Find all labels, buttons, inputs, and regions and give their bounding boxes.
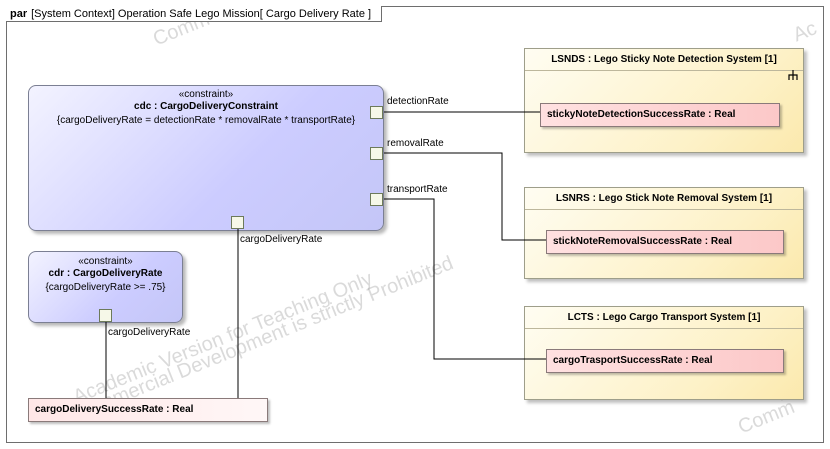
constraint-stereotype: «constraint» bbox=[78, 256, 133, 267]
constraint-expression: {cargoDeliveryRate = detectionRate * rem… bbox=[56, 115, 356, 126]
port-label-cdr-cargo-delivery-rate: cargoDeliveryRate bbox=[108, 327, 191, 338]
frame-kind: par bbox=[10, 8, 28, 20]
port-cdr-cargo-delivery-rate[interactable] bbox=[99, 309, 112, 322]
frame-header: par[System Context] Operation Safe Lego … bbox=[6, 6, 383, 22]
property-sticky-note-detection-success-rate[interactable]: stickyNoteDetectionSuccessRate : Real bbox=[540, 103, 780, 127]
block-title: LCTS : Lego Cargo Transport System [1] bbox=[525, 307, 803, 329]
port-removal-rate[interactable] bbox=[370, 147, 383, 160]
constraint-name: cdr : CargoDeliveryRate bbox=[48, 268, 163, 279]
port-cdc-cargo-delivery-rate[interactable] bbox=[231, 216, 244, 229]
port-label-detection-rate: detectionRate bbox=[387, 96, 449, 107]
block-title: LSNDS : Lego Sticky Note Detection Syste… bbox=[525, 49, 803, 71]
constraint-name: cdc : CargoDeliveryConstraint bbox=[134, 101, 278, 112]
constraint-cdc[interactable]: «constraint» cdc : CargoDeliveryConstrai… bbox=[28, 85, 384, 231]
port-transport-rate[interactable] bbox=[370, 193, 383, 206]
port-label-transport-rate: transportRate bbox=[387, 184, 448, 195]
fork-icon bbox=[787, 69, 799, 83]
constraint-stereotype: «constraint» bbox=[178, 89, 234, 100]
port-label-removal-rate: removalRate bbox=[387, 138, 444, 149]
value-property-cargo-delivery-success-rate[interactable]: cargoDeliverySuccessRate : Real bbox=[28, 398, 268, 422]
constraint-expression: {cargoDeliveryRate >= .75} bbox=[45, 282, 166, 293]
frame-title: [System Context] Operation Safe Lego Mis… bbox=[31, 8, 372, 20]
block-lsnds[interactable]: LSNDS : Lego Sticky Note Detection Syste… bbox=[524, 48, 804, 153]
block-title: LSNRS : Lego Stick Note Removal System [… bbox=[525, 188, 803, 210]
port-detection-rate[interactable] bbox=[370, 106, 383, 119]
property-stick-note-removal-success-rate[interactable]: stickNoteRemovalSuccessRate : Real bbox=[546, 230, 784, 254]
property-cargo-trasport-success-rate[interactable]: cargoTrasportSuccessRate : Real bbox=[546, 349, 784, 373]
port-label-cdc-cargo-delivery-rate: cargoDeliveryRate bbox=[240, 234, 323, 245]
